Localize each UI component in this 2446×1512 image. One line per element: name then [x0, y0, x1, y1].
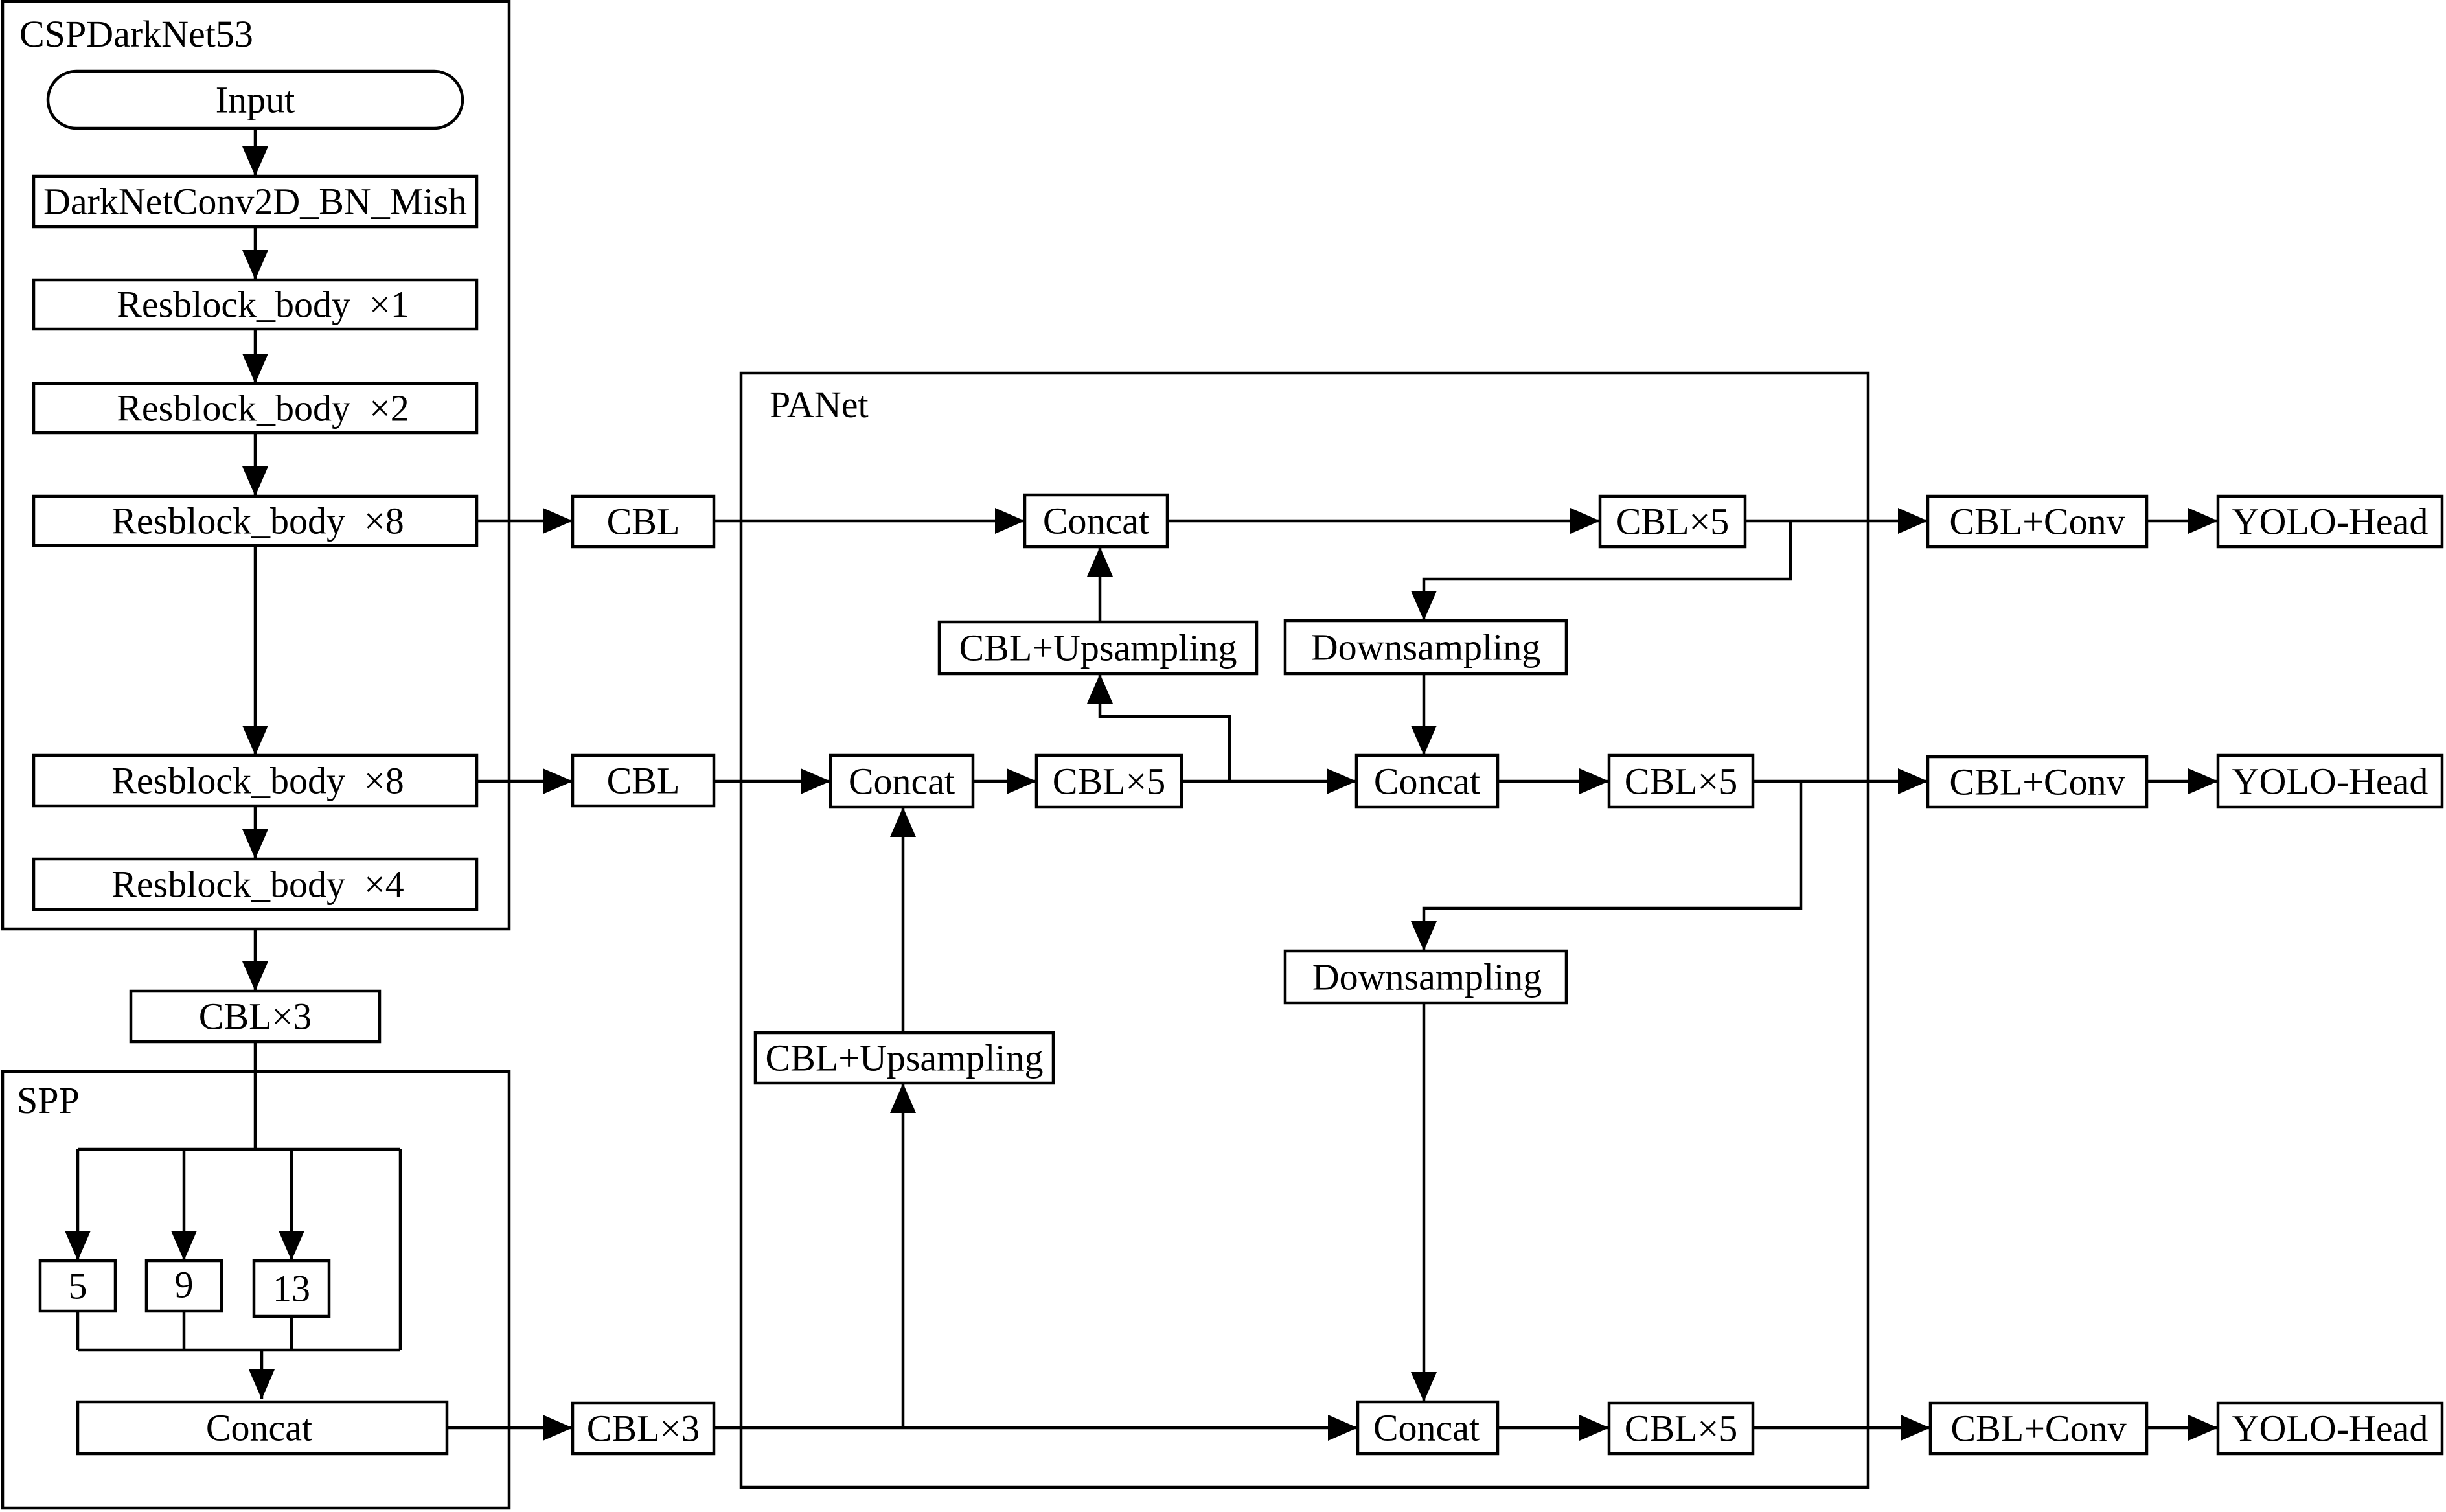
node-res4: Resblock_body ×4	[32, 857, 479, 911]
node-cbl-mid: CBL	[571, 753, 716, 808]
edge-cbl5midright-downbottom	[1411, 781, 1803, 951]
panet-container: PANet	[739, 371, 1870, 1489]
node-cbl5-top: CBL×5	[1598, 494, 1747, 549]
node-res1-label: Resblock_body ×1	[117, 284, 409, 326]
node-cbl-top: CBL	[571, 494, 716, 549]
node-pool9-label: 9	[175, 1264, 194, 1306]
panet-title: PANet	[770, 384, 869, 426]
node-spp-concat: Concat	[76, 1400, 449, 1456]
node-cbl-top-label: CBL	[607, 501, 680, 543]
node-res4-label: Resblock_body ×4	[111, 864, 404, 906]
node-cbl5-bottom: CBL×5	[1607, 1401, 1755, 1456]
node-input: Input	[46, 69, 464, 130]
node-concat-bottom-label: Concat	[1373, 1407, 1480, 1449]
node-up-small-label: CBL+Upsampling	[959, 627, 1237, 669]
node-cbl5-mid-left-label: CBL×5	[1053, 761, 1166, 803]
node-res2: Resblock_body ×2	[32, 382, 479, 435]
node-concat-mid-right: Concat	[1354, 753, 1500, 809]
node-cblconv-top-label: CBL+Conv	[1949, 501, 2125, 543]
nodes: Input DarkNetConv2D_BN_Mish Resblock_bod…	[32, 69, 2444, 1456]
spp-title: SPP	[17, 1079, 80, 1121]
node-cbl3-top: CBL×3	[129, 989, 382, 1044]
node-head-bottom: YOLO-Head	[2216, 1401, 2444, 1456]
node-res8a-label: Resblock_body ×8	[111, 500, 404, 542]
node-concat-mid-left: Concat	[829, 753, 975, 809]
node-head-bottom-label: YOLO-Head	[2232, 1408, 2429, 1450]
node-pool13-label: 13	[273, 1268, 310, 1310]
node-concat-mid-left-label: Concat	[849, 761, 955, 803]
node-darknetconv-label: DarkNetConv2D_BN_Mish	[43, 181, 467, 223]
edge-cbl5midleft-upsmall	[1087, 674, 1231, 781]
node-head-mid-label: YOLO-Head	[2232, 761, 2429, 803]
connections	[65, 128, 2218, 1441]
node-down-top: Downsampling	[1283, 619, 1568, 676]
node-cbl5-top-label: CBL×5	[1616, 501, 1730, 543]
csp-title: CSPDarkNet53	[19, 13, 253, 55]
node-concat-bottom: Concat	[1356, 1400, 1500, 1456]
node-cbl3-bottom: CBL×3	[571, 1401, 716, 1456]
node-res8a: Resblock_body ×8	[32, 494, 479, 547]
node-res1: Resblock_body ×1	[32, 278, 479, 331]
node-cbl5-mid-right-label: CBL×5	[1625, 761, 1738, 803]
edge-cbl5top-downtop	[1411, 521, 1792, 621]
node-input-label: Input	[216, 79, 295, 121]
node-res2-label: Resblock_body ×2	[117, 387, 409, 430]
node-spp-concat-label: Concat	[206, 1407, 312, 1449]
node-cbl5-mid-right: CBL×5	[1607, 753, 1755, 809]
node-res8b: Resblock_body ×8	[32, 753, 479, 808]
node-up-small: CBL+Upsampling	[937, 620, 1259, 676]
node-cbl5-bottom-label: CBL×5	[1625, 1408, 1738, 1450]
node-pool5: 5	[38, 1259, 117, 1313]
node-cblconv-mid-label: CBL+Conv	[1949, 761, 2125, 803]
node-down-bottom-label: Downsampling	[1312, 956, 1542, 998]
node-cblconv-bottom-label: CBL+Conv	[1950, 1408, 2126, 1450]
node-head-top: YOLO-Head	[2216, 494, 2444, 549]
node-cblconv-mid: CBL+Conv	[1926, 755, 2149, 809]
node-pool13: 13	[252, 1259, 331, 1318]
node-pool9: 9	[144, 1259, 223, 1313]
node-down-top-label: Downsampling	[1311, 626, 1540, 669]
node-darknetconv: DarkNetConv2D_BN_Mish	[32, 174, 479, 229]
node-concat-mid-right-label: Concat	[1374, 761, 1480, 803]
node-concat-top: Concat	[1023, 493, 1169, 549]
node-cbl3-bottom-label: CBL×3	[587, 1408, 700, 1450]
node-concat-top-label: Concat	[1043, 500, 1149, 542]
node-cbl3-top-label: CBL×3	[199, 996, 312, 1038]
node-cbl-mid-label: CBL	[607, 760, 680, 802]
node-up-big-label: CBL+Upsampling	[765, 1037, 1043, 1079]
node-cblconv-bottom: CBL+Conv	[1928, 1401, 2149, 1456]
node-pool5-label: 5	[69, 1265, 87, 1307]
node-down-bottom: Downsampling	[1283, 949, 1568, 1005]
node-head-top-label: YOLO-Head	[2232, 501, 2429, 543]
node-head-mid: YOLO-Head	[2216, 753, 2444, 809]
node-res8b-label: Resblock_body ×8	[111, 760, 404, 802]
node-cblconv-top: CBL+Conv	[1926, 494, 2149, 549]
node-cbl5-mid-left: CBL×5	[1034, 753, 1183, 809]
node-up-big: CBL+Upsampling	[753, 1031, 1055, 1085]
